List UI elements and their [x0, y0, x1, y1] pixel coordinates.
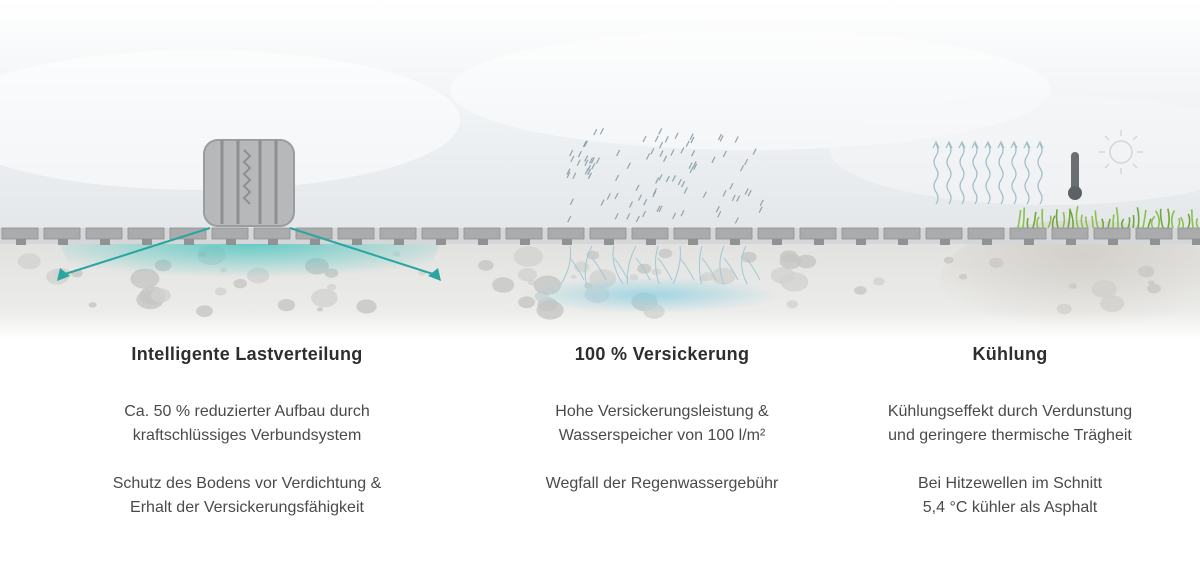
- feature-text: Ca. 50 % reduzierter Aufbau durch krafts…: [124, 403, 370, 444]
- feature-text: Wegfall der Regenwassergebühr: [545, 475, 779, 492]
- feature-cooling: Kühlung Kühlungseffekt durch Verdunstung…: [810, 340, 1200, 520]
- evaporation-icon: [932, 140, 1044, 205]
- ground-illustration: [0, 0, 1200, 340]
- load-distribution-area: [60, 244, 440, 300]
- thermometer-icon: [1068, 152, 1082, 200]
- load-arrows: [57, 227, 441, 281]
- feature-title: Kühlung: [972, 344, 1048, 364]
- feature-title: Intelligente Lastverteilung: [131, 344, 363, 364]
- tire-icon: [203, 139, 295, 227]
- feature-infiltration: 100 % Versickerung Hohe Versickerungslei…: [462, 340, 862, 496]
- grass-icon: [1017, 205, 1199, 229]
- rain-icon: [566, 127, 764, 224]
- sun-icon: [1099, 130, 1143, 174]
- infiltration-lines: [560, 245, 761, 285]
- feature-text: Schutz des Bodens vor Verdichtung & Erha…: [112, 475, 382, 516]
- feature-text: Hohe Versickerungsleistung & Wasserspeic…: [555, 403, 769, 444]
- feature-load-distribution: Intelligente Lastverteilung Ca. 50 % red…: [47, 340, 447, 520]
- feature-title: 100 % Versickerung: [574, 344, 750, 364]
- feature-text: Kühlungseffekt durch Verdunstung und ger…: [887, 403, 1133, 444]
- water-storage: [520, 277, 780, 313]
- feature-text: Bei Hitzewellen im Schnitt 5,4 °C kühler…: [917, 475, 1103, 516]
